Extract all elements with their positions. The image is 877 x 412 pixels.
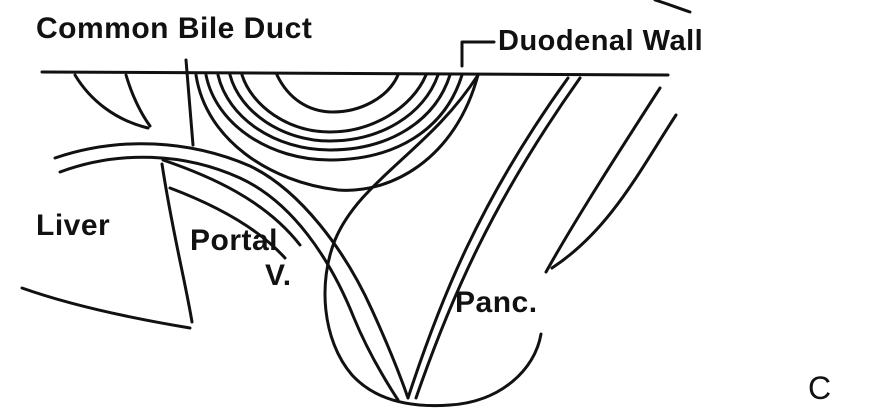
pancreas-label: Panc. <box>455 288 538 318</box>
liver-label: Liver <box>36 211 110 241</box>
right-lobe-upper <box>546 88 660 272</box>
portal-band-upper <box>55 144 408 398</box>
liver-upper-curve-2 <box>126 75 150 126</box>
portal-band-lower <box>60 157 398 400</box>
duodenal-wall-leader <box>462 42 494 66</box>
right-lobe-lower <box>552 115 676 268</box>
portal-v-label: V. <box>265 261 292 291</box>
portal-label: Portal <box>190 226 278 256</box>
duodenal-wall-line <box>42 72 668 75</box>
liver-lower-edge <box>22 288 190 328</box>
duodenal-arc-5 <box>277 75 398 112</box>
top-edge-stroke <box>655 0 690 12</box>
duodenal-wall-label: Duodenal Wall <box>498 27 703 56</box>
panel-letter-label: C <box>808 372 832 404</box>
liver-right-edge <box>162 164 192 322</box>
common-bile-duct-label: Common Bile Duct <box>36 14 312 44</box>
pancreatic-duct-right <box>416 78 580 398</box>
